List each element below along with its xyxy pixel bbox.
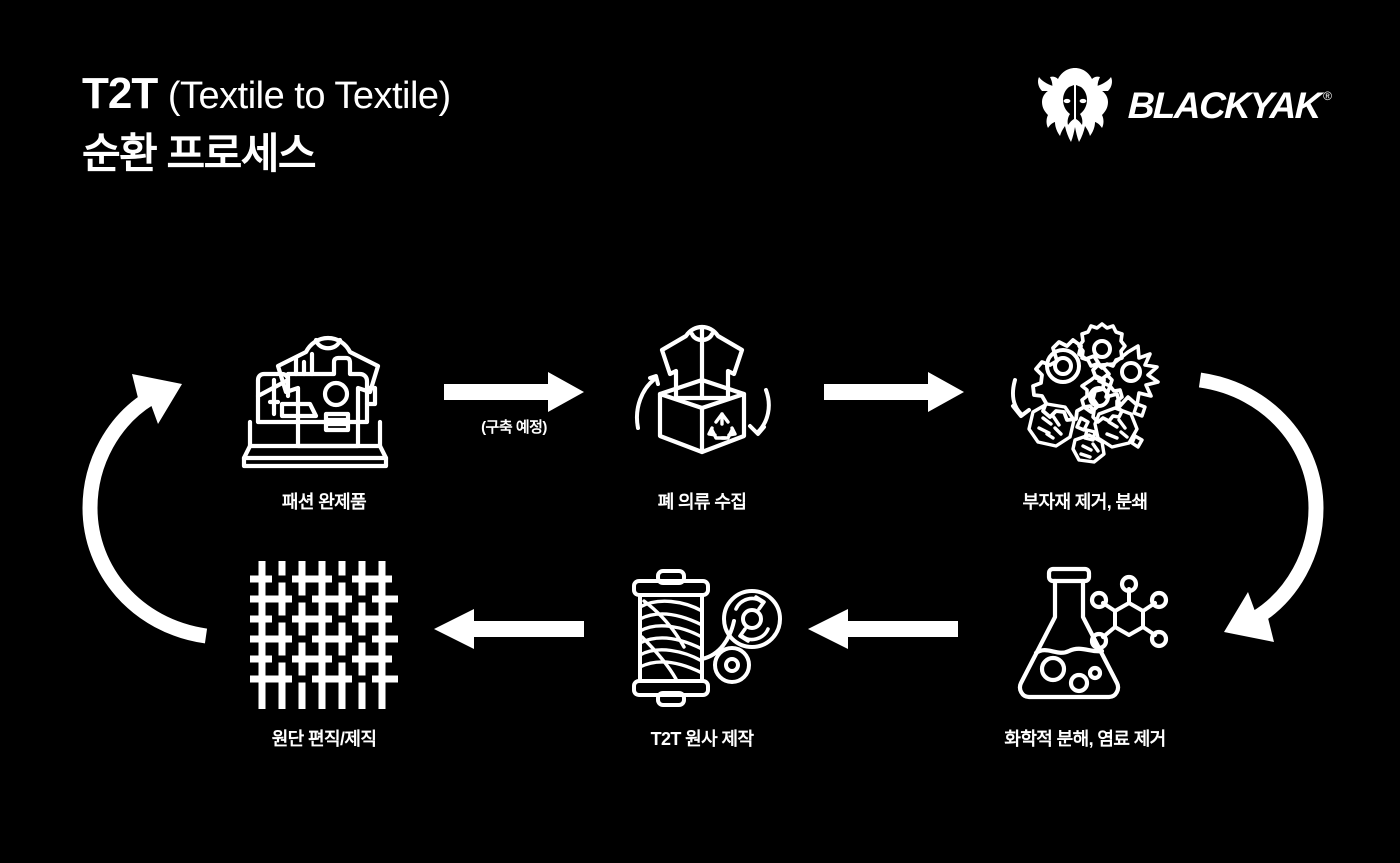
process-node-label: 화학적 분해, 염료 제거 — [1004, 729, 1166, 749]
curved-arrow-down — [1186, 358, 1356, 663]
process-arrow-left — [808, 607, 958, 651]
woven-fabric-icon — [244, 555, 404, 715]
process-node-label: 폐 의류 수집 — [657, 492, 747, 512]
process-node-fashion-product[interactable]: 패션 완제품 — [214, 318, 434, 514]
brand-logo: BLACKYAK ® — [1036, 62, 1332, 148]
yak-head-icon — [1038, 68, 1113, 142]
title-sub-text: (Textile to Textile) — [167, 75, 451, 117]
yarn-spool-icon — [612, 555, 792, 715]
process-node-waste-collection[interactable]: 폐 의류 수집 — [592, 318, 812, 514]
title-line-two: 순환 프로세스 — [82, 130, 317, 177]
process-node-label: 부자재 제거, 분쇄 — [1022, 492, 1149, 512]
title-line-one: T2T (Textile to Textile) — [82, 72, 782, 116]
process-arrow-right: (구축 예정) — [444, 370, 584, 436]
process-arrow-left — [434, 607, 584, 651]
arrow-annotation: (구축 예정) — [481, 419, 547, 436]
brand-wordmark: BLACKYAK ® — [1127, 85, 1332, 126]
registered-trademark-icon: ® — [1323, 88, 1332, 103]
process-node-chemical-decomposition[interactable]: 화학적 분해, 염료 제거 — [975, 555, 1195, 751]
process-node-yarn-production[interactable]: T2T 원사 제작 — [592, 555, 812, 751]
process-node-fabric-weaving[interactable]: 원단 편직/제직 — [214, 555, 434, 751]
clothing-recycle-box-icon — [612, 318, 792, 478]
process-arrow-right — [824, 370, 964, 414]
process-node-label: 원단 편직/제직 — [271, 729, 377, 749]
process-node-label: 패션 완제품 — [281, 492, 367, 512]
curved-arrow-up — [66, 358, 236, 663]
title-main-text: T2T — [82, 69, 158, 118]
sewing-machine-shirt-icon — [234, 318, 414, 478]
process-node-shredding[interactable]: 부자재 제거, 분쇄 — [975, 318, 1195, 514]
gears-shredded-fabric-icon — [995, 318, 1175, 478]
page-title: T2T (Textile to Textile) 순환 프로세스 — [82, 72, 782, 175]
flask-molecule-icon — [995, 555, 1175, 715]
process-node-label: T2T 원사 제작 — [650, 729, 754, 749]
